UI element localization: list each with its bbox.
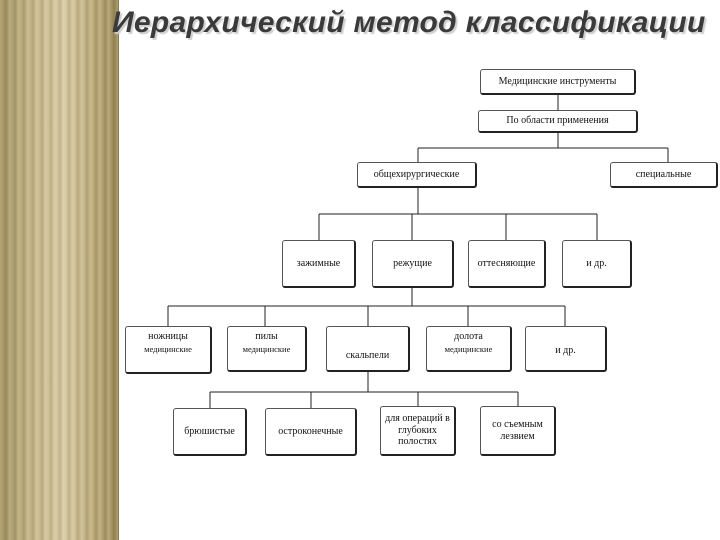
node-retracting: оттесняющие: [468, 240, 546, 288]
node-chisels-line2: медицинские: [444, 343, 493, 354]
decorative-border: [0, 0, 119, 540]
slide-title: Иерархический метод классификации: [112, 6, 706, 39]
node-deep-operations: для операций в глубоких полостях: [380, 406, 456, 456]
node-cutting: режущие: [372, 240, 454, 288]
node-special-label: специальные: [635, 168, 692, 180]
node-saws-line1: пилы: [255, 331, 278, 342]
node-cutting-label: режущие: [393, 257, 432, 269]
node-types-etc: и др.: [562, 240, 632, 288]
node-root-label: Медицинские инструменты: [498, 75, 617, 87]
node-root: Медицинские инструменты: [480, 69, 636, 95]
node-bellied: брюшистые: [173, 408, 247, 456]
node-criterion-label: По области применения: [506, 115, 609, 127]
node-scissors-line1: ножницы: [148, 331, 188, 342]
node-chisels-line1: долота: [454, 331, 483, 342]
node-saws-line2: медицинские: [242, 343, 291, 354]
node-deep-operations-label: для операций в глубоких полостях: [385, 413, 450, 448]
node-general-surgical: общехирургические: [357, 162, 477, 188]
node-general-surgical-label: общехирургические: [373, 168, 460, 180]
node-clamping: зажимные: [282, 240, 356, 288]
node-removable-blade-label: со съемным лезвием: [492, 419, 543, 442]
node-bellied-label: брюшистые: [184, 425, 235, 437]
node-tools-etc: и др.: [525, 326, 607, 372]
node-removable-blade: со съемным лезвием: [480, 406, 556, 456]
node-special: специальные: [610, 162, 718, 188]
node-scalpels-label: скальпели: [345, 349, 390, 361]
node-saws: пилы медицинские: [227, 326, 307, 372]
node-pointed: остроконечные: [265, 408, 357, 456]
node-types-etc-label: и др.: [586, 257, 607, 269]
node-tools-etc-label: и др.: [555, 344, 576, 356]
node-retracting-label: оттесняющие: [477, 257, 536, 269]
node-scissors: ножницы медицинские: [125, 326, 212, 374]
node-criterion: По области применения: [478, 110, 638, 133]
node-scissors-line2: медицинские: [144, 343, 192, 354]
node-scalpels: скальпели: [326, 326, 410, 372]
node-clamping-label: зажимные: [296, 257, 341, 269]
node-chisels: долота медицинские: [426, 326, 512, 372]
node-pointed-label: остроконечные: [278, 425, 343, 437]
